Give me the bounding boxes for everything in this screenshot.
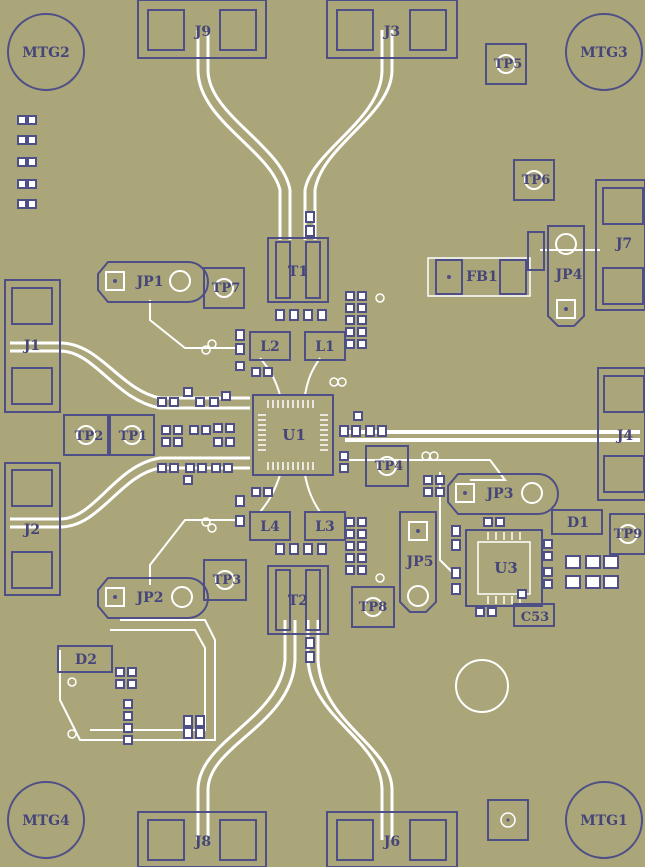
connector-j8: [137, 811, 267, 867]
vias: [67, 293, 509, 739]
tp7-label: TP7: [212, 281, 241, 296]
fiducial-pad: [487, 799, 529, 841]
testpoint-tp8: TP8: [351, 586, 395, 628]
tp4-label: TP4: [375, 459, 404, 474]
j2-label: J2: [22, 522, 40, 538]
tp2-label: TP2: [75, 429, 104, 444]
jumper-jp4: JP4: [547, 225, 585, 327]
capacitor-c53: C53: [513, 603, 555, 627]
t2-label: T2: [288, 593, 308, 609]
j4-label: J4: [615, 428, 634, 444]
inductor-l2: L2: [249, 331, 291, 361]
c53-label: C53: [521, 610, 549, 625]
jp5-label: JP5: [405, 554, 434, 570]
mounting-hole-mtg3: MTG3: [565, 13, 643, 91]
ferrite-bead-fb1: FB1: [427, 257, 531, 297]
testpoint-tp7: TP7: [203, 267, 245, 309]
connector-j7: [595, 179, 645, 311]
jp4-label: JP4: [554, 267, 583, 283]
testpoint-tp1: TP1: [109, 414, 155, 456]
mtg4-label: MTG4: [22, 813, 70, 829]
jumper-jp3: JP3: [447, 473, 559, 515]
j6-label: J6: [382, 834, 400, 850]
testpoint-tp2: TP2: [63, 414, 109, 456]
jumper-jp1: JP1: [97, 261, 209, 303]
mtg1-label: MTG1: [580, 813, 628, 829]
jumper-jp2: JP2: [97, 577, 209, 619]
pad-near-jp4: [527, 231, 545, 271]
connector-j1: [4, 279, 61, 413]
j8-label: J8: [193, 834, 211, 850]
tp9-label: TP9: [614, 527, 643, 542]
j3-label: J3: [382, 24, 400, 40]
mounting-hole-mtg4: MTG4: [7, 781, 85, 859]
l3-label: L3: [315, 519, 335, 535]
testpoint-tp6: TP6: [513, 159, 555, 201]
connector-j9: [137, 0, 267, 59]
diode-d2: D2: [57, 645, 113, 673]
j7-label: J7: [614, 236, 632, 252]
testpoint-tp3: TP3: [203, 559, 247, 601]
u3-label: U3: [494, 559, 518, 577]
testpoint-tp9: TP9: [609, 513, 645, 555]
jumper-jp5: JP5: [399, 511, 437, 613]
transformer-t1: T1: [267, 237, 329, 303]
ic-u1: U1: [252, 394, 334, 476]
connector-j3: [326, 0, 458, 59]
rf-traces: [10, 30, 640, 840]
u1-label: U1: [282, 426, 306, 444]
d1-label: D1: [567, 515, 589, 531]
tp6-label: TP6: [522, 173, 551, 188]
l4-label: L4: [260, 519, 280, 535]
connector-j6: [326, 811, 458, 867]
mounting-hole-mtg2: MTG2: [7, 13, 85, 91]
j1-label: J1: [22, 338, 40, 354]
jp2-label: JP2: [135, 590, 164, 606]
mtg2-label: MTG2: [22, 45, 70, 61]
jp3-label: JP3: [485, 486, 514, 502]
transformer-t2: T2: [267, 565, 329, 635]
d2-label: D2: [75, 652, 97, 668]
smd-pads: [17, 115, 619, 745]
jp1-label: JP1: [135, 274, 164, 290]
mounting-hole-mtg1: MTG1: [565, 781, 643, 859]
l2-label: L2: [260, 339, 280, 355]
tp5-label: TP5: [494, 57, 523, 72]
testpoint-tp4: TP4: [365, 445, 409, 487]
tp3-label: TP3: [213, 573, 242, 588]
tp1-label: TP1: [119, 429, 148, 444]
testpoint-tp5: TP5: [485, 43, 527, 85]
tp8-label: TP8: [359, 600, 388, 615]
fb1-label: FB1: [466, 269, 498, 285]
inductor-l4: L4: [249, 511, 291, 541]
connector-j2: [4, 462, 61, 596]
ic-u3: U3: [465, 529, 543, 607]
l1-label: L1: [315, 339, 335, 355]
t1-label: T1: [288, 264, 308, 280]
mtg3-label: MTG3: [580, 45, 628, 61]
diode-d1: D1: [551, 509, 603, 535]
connector-j4: [597, 367, 645, 501]
j9-label: J9: [193, 24, 211, 40]
